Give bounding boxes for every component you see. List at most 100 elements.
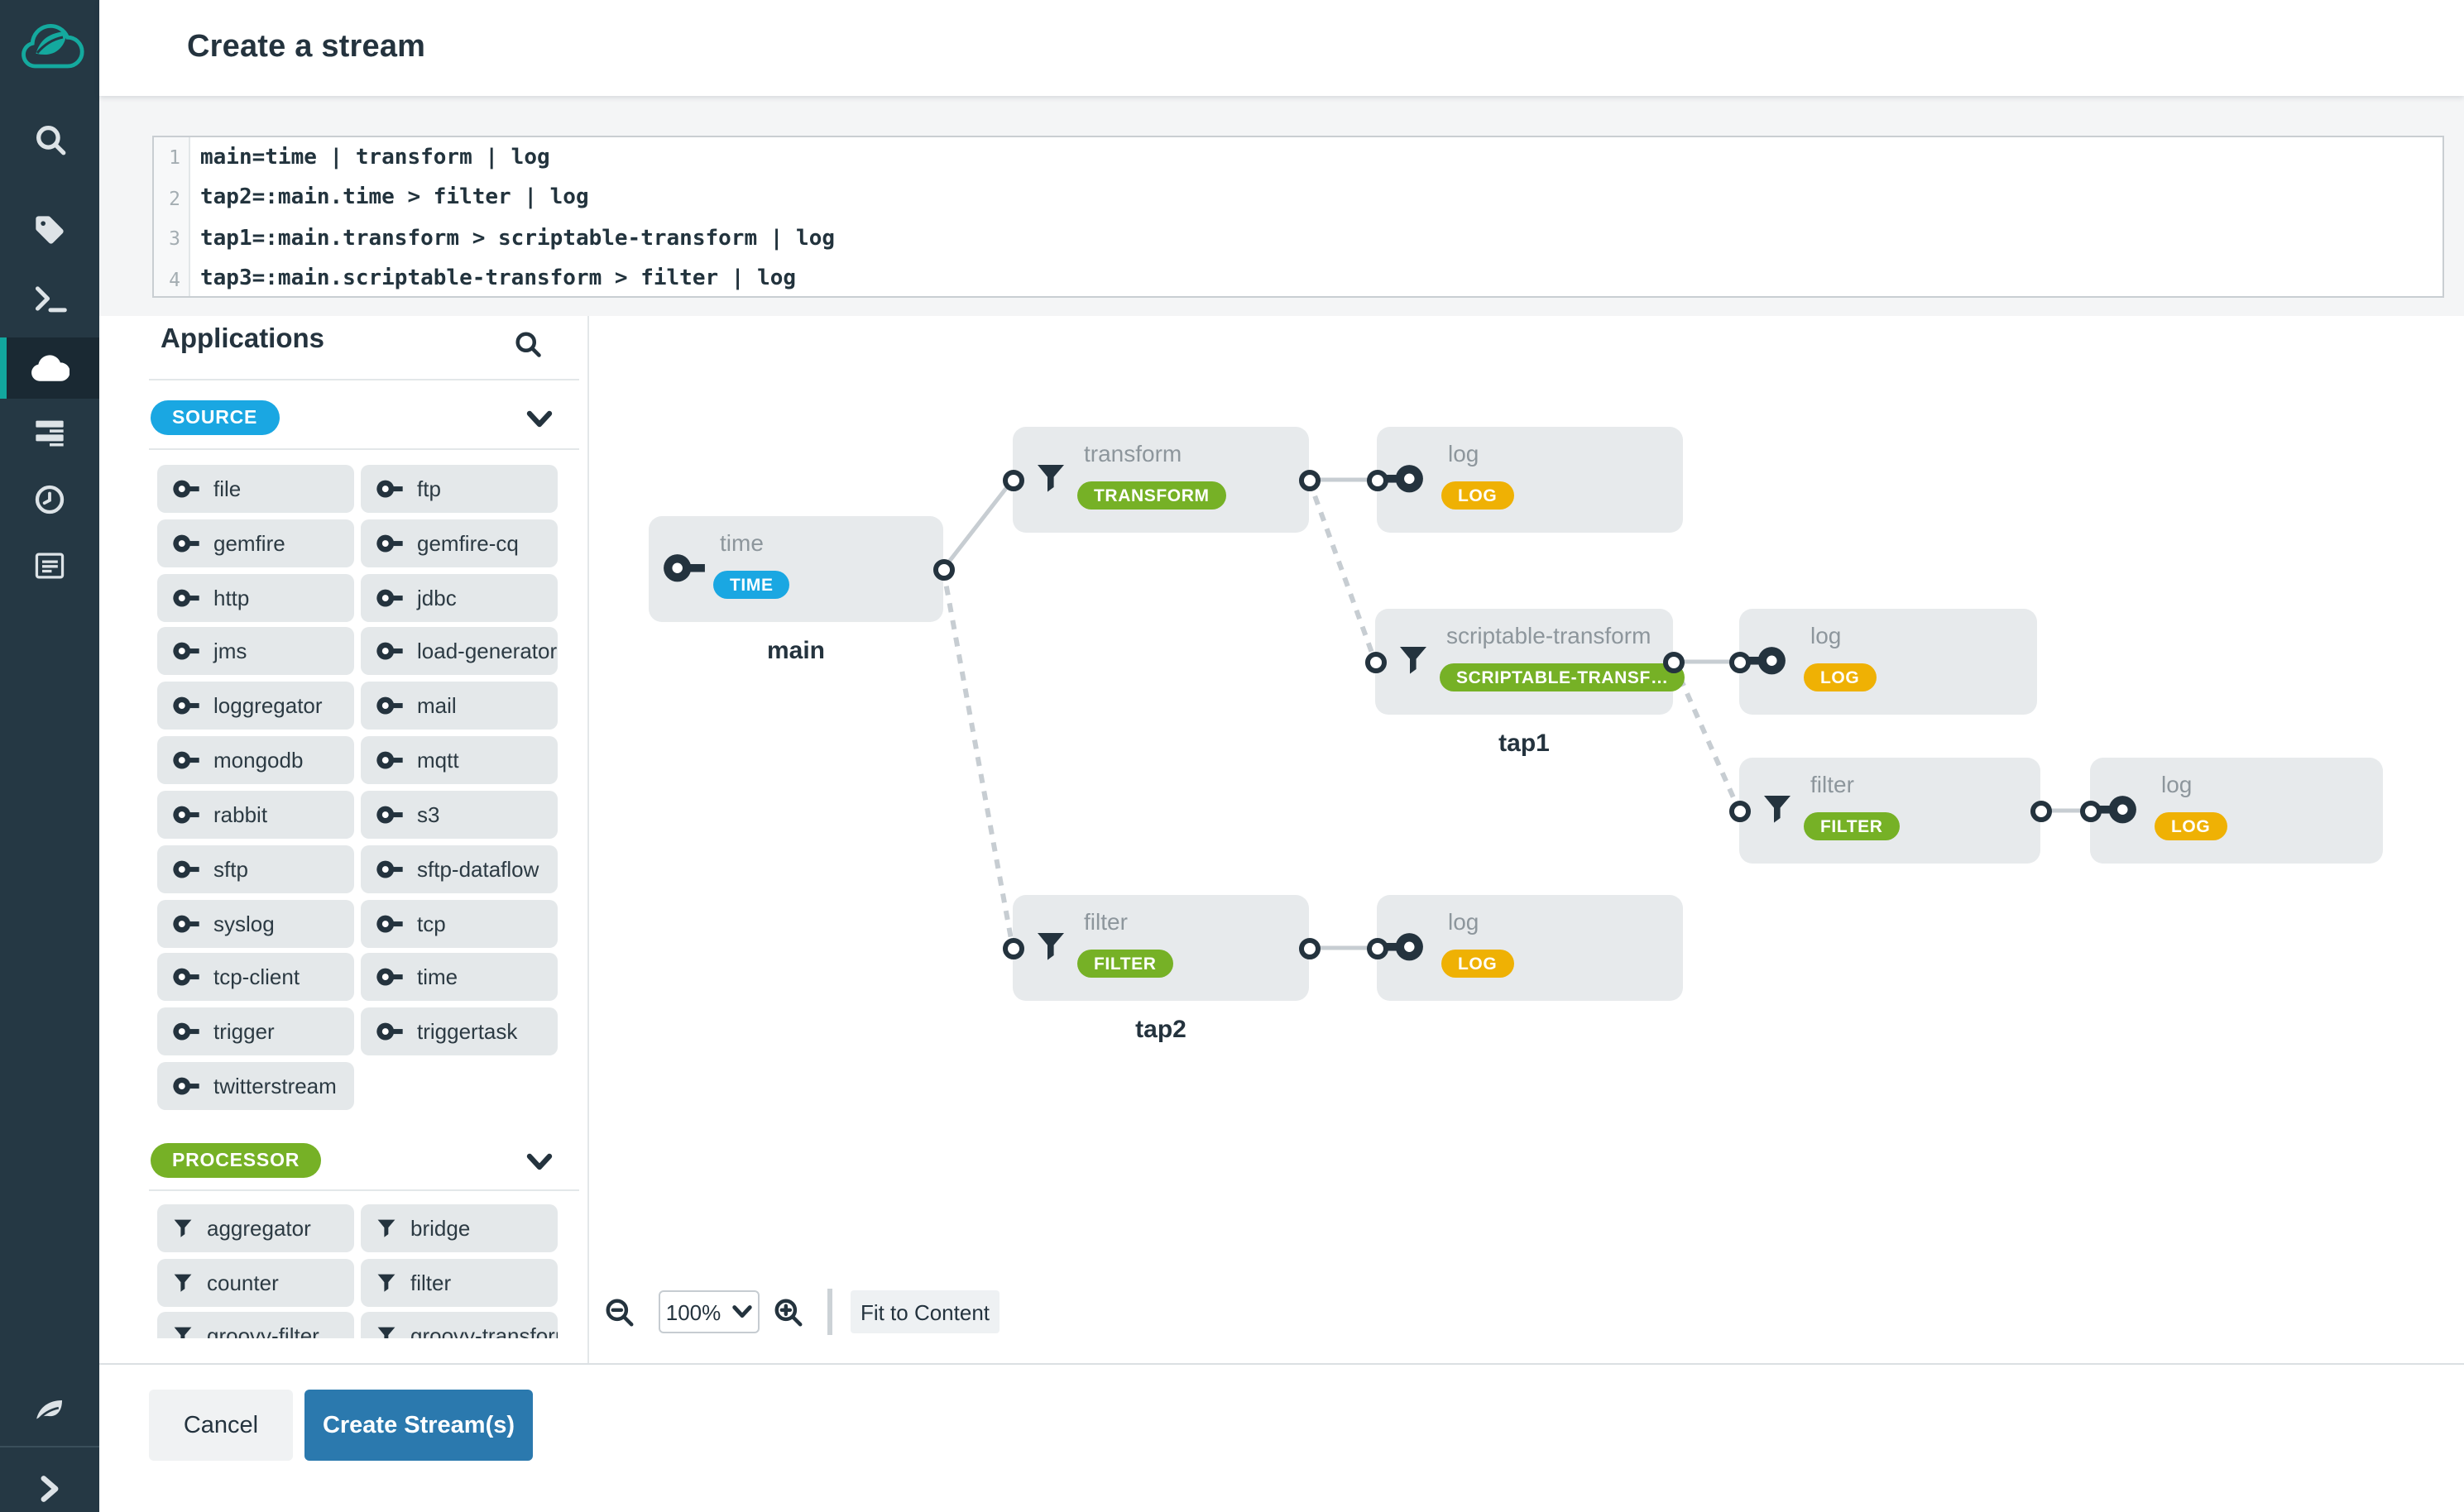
port-out-transform[interactable] bbox=[1298, 469, 1320, 490]
app-item-rabbit[interactable]: rabbit bbox=[157, 791, 354, 839]
sidebar-item-search[interactable] bbox=[0, 103, 99, 175]
sidebar-item-jobs[interactable] bbox=[0, 463, 99, 536]
node-type-badge: LOG bbox=[1804, 663, 1877, 691]
zoom-out-icon bbox=[606, 1299, 634, 1327]
app-item-groovy-transform[interactable]: groovy-transform bbox=[361, 1312, 558, 1338]
source-section-badge[interactable]: SOURCE bbox=[151, 400, 280, 435]
source-app-icon bbox=[376, 915, 403, 933]
processor-funnel-icon bbox=[1764, 796, 1790, 823]
app-item-sftp[interactable]: sftp bbox=[157, 845, 354, 893]
port-in-log-tap2[interactable] bbox=[1366, 937, 1388, 959]
app-item-jms[interactable]: jms bbox=[157, 627, 354, 675]
app-item-load-generator[interactable]: load-generator bbox=[361, 627, 558, 675]
sidebar-item-tasks[interactable] bbox=[0, 395, 99, 468]
port-in-log-tap3[interactable] bbox=[2079, 800, 2101, 821]
port-in-log-tap1[interactable] bbox=[1728, 651, 1750, 672]
app-item-label: load-generator bbox=[417, 639, 558, 663]
port-out-time[interactable] bbox=[932, 558, 954, 580]
app-item-loggregator[interactable]: loggregator bbox=[157, 682, 354, 730]
source-app-icon bbox=[376, 642, 403, 660]
app-item-sftp-dataflow[interactable]: sftp-dataflow bbox=[361, 845, 558, 893]
processor-section-badge[interactable]: PROCESSOR bbox=[151, 1143, 322, 1178]
port-in-scriptable-transform[interactable] bbox=[1364, 651, 1386, 672]
app-item-file[interactable]: file bbox=[157, 465, 354, 513]
app-item-time[interactable]: time bbox=[361, 953, 558, 1001]
app-item-twitterstream[interactable]: twitterstream bbox=[157, 1062, 354, 1110]
sidebar-item-apps[interactable] bbox=[0, 194, 99, 266]
port-in-filter-tap2[interactable] bbox=[1002, 937, 1023, 959]
stream-name-tap1: tap1 bbox=[1498, 730, 1550, 758]
app-item-mongodb[interactable]: mongodb bbox=[157, 736, 354, 784]
app-item-gemfire-cq[interactable]: gemfire-cq bbox=[361, 519, 558, 567]
app-item-trigger[interactable]: trigger bbox=[157, 1007, 354, 1055]
app-item-filter[interactable]: filter bbox=[361, 1259, 558, 1307]
panel-divider bbox=[587, 316, 589, 1363]
app-item-groovy-filter[interactable]: groovy-filter bbox=[157, 1312, 354, 1338]
zoom-level-value: 100% bbox=[665, 1299, 721, 1324]
app-item-s3[interactable]: s3 bbox=[361, 791, 558, 839]
port-in-filter-tap3[interactable] bbox=[1728, 800, 1750, 821]
app-item-bridge[interactable]: bridge bbox=[361, 1204, 558, 1252]
zoom-in-button[interactable] bbox=[773, 1297, 804, 1328]
app-item-jdbc[interactable]: jdbc bbox=[361, 574, 558, 622]
sidebar-item-streams[interactable] bbox=[0, 337, 99, 399]
source-app-icon bbox=[173, 968, 199, 986]
stack-icon bbox=[36, 420, 64, 447]
node-label: time bbox=[720, 529, 764, 556]
fit-to-content-button[interactable]: Fit to Content bbox=[851, 1290, 1000, 1333]
zoom-in-icon bbox=[774, 1299, 803, 1327]
zoom-level-select[interactable]: 100% bbox=[659, 1290, 760, 1333]
applications-search-button[interactable] bbox=[513, 329, 543, 359]
app-item-mqtt[interactable]: mqtt bbox=[361, 736, 558, 784]
sidebar-item-audit[interactable] bbox=[0, 529, 99, 602]
app-item-mail[interactable]: mail bbox=[361, 682, 558, 730]
port-out-scriptable-transform[interactable] bbox=[1662, 651, 1684, 672]
node-label: log bbox=[1448, 440, 1479, 467]
source-app-icon bbox=[173, 751, 199, 769]
app-item-label: sftp bbox=[213, 857, 248, 882]
app-item-ftp[interactable]: ftp bbox=[361, 465, 558, 513]
port-in-transform[interactable] bbox=[1002, 469, 1023, 490]
app-item-tcp[interactable]: tcp bbox=[361, 900, 558, 948]
zoom-out-button[interactable] bbox=[604, 1297, 635, 1328]
chevron-down-icon bbox=[731, 1305, 751, 1318]
app-item-syslog[interactable]: syslog bbox=[157, 900, 354, 948]
app-item-triggertask[interactable]: triggertask bbox=[361, 1007, 558, 1055]
sidebar-item-shell[interactable] bbox=[0, 261, 99, 334]
app-item-label: gemfire-cq bbox=[417, 531, 519, 556]
sidebar-expand-button[interactable] bbox=[0, 1452, 99, 1512]
port-in-log-main[interactable] bbox=[1366, 469, 1388, 490]
sidebar-item-about[interactable] bbox=[0, 1376, 99, 1449]
node-type-badge: SCRIPTABLE-TRANSF… bbox=[1440, 663, 1685, 691]
app-item-counter[interactable]: counter bbox=[157, 1259, 354, 1307]
port-out-filter-tap2[interactable] bbox=[1298, 937, 1320, 959]
create-streams-button[interactable]: Create Stream(s) bbox=[304, 1390, 533, 1461]
node-label: log bbox=[2161, 771, 2193, 797]
app-item-aggregator[interactable]: aggregator bbox=[157, 1204, 354, 1252]
cancel-button[interactable]: Cancel bbox=[149, 1390, 293, 1461]
processor-section-collapse-button[interactable] bbox=[526, 1151, 553, 1173]
dsl-code: tap2=:main.time > filter | log bbox=[200, 185, 589, 211]
tag-icon bbox=[36, 216, 64, 244]
dsl-code: tap1=:main.transform > scriptable-transf… bbox=[200, 226, 836, 251]
app-item-label: jms bbox=[213, 639, 247, 663]
app-item-gemfire[interactable]: gemfire bbox=[157, 519, 354, 567]
app-item-http[interactable]: http bbox=[157, 574, 354, 622]
port-out-filter-tap3[interactable] bbox=[2030, 800, 2051, 821]
node-type-badge: TIME bbox=[713, 571, 790, 599]
source-section-collapse-button[interactable] bbox=[526, 409, 553, 430]
source-app-icon bbox=[376, 480, 403, 498]
app-item-tcp-client[interactable]: tcp-client bbox=[157, 953, 354, 1001]
